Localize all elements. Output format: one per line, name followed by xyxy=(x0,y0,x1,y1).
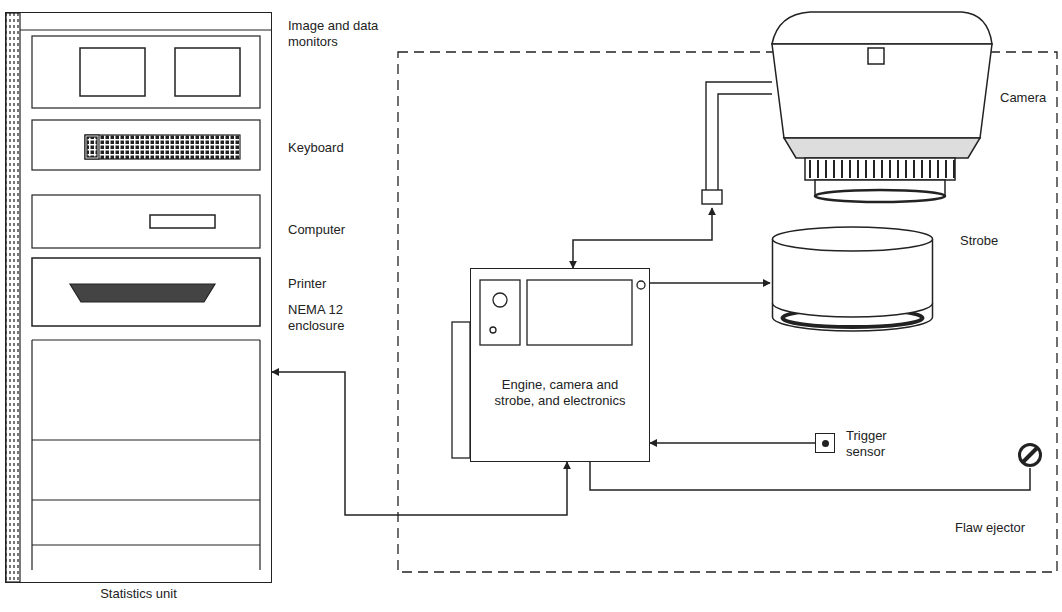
part-label: Camera xyxy=(1000,90,1046,106)
flaw-ejector-drawing xyxy=(1017,442,1043,468)
signal-line xyxy=(573,208,712,268)
part-label: Image and data monitors xyxy=(288,18,393,51)
flaw-ejector: Flaw ejector xyxy=(1017,442,1043,468)
camera-unit-drawing xyxy=(700,8,995,208)
camera-unit: Camera xyxy=(700,8,995,208)
engine-box: Engine, camera and strobe, and electroni… xyxy=(470,268,650,462)
part-label: Strobe xyxy=(960,233,998,249)
strobe-unit: Strobe xyxy=(770,225,935,335)
signal-line xyxy=(650,442,815,444)
box-label: Engine, camera and strobe, and electroni… xyxy=(489,377,631,410)
statistics-cabinet: Statistics unit xyxy=(5,12,272,583)
signal-line xyxy=(590,462,1030,490)
part-label: NEMA 12 enclosure xyxy=(288,302,383,335)
engine-details xyxy=(452,280,645,458)
trigger-sensor: Trigger sensor xyxy=(815,433,835,453)
part-label: Computer xyxy=(288,222,388,238)
part-label: Printer xyxy=(288,276,388,292)
part-label: Flaw ejector xyxy=(955,520,1025,536)
unit-caption: Statistics unit xyxy=(6,586,271,602)
part-label: Keyboard xyxy=(288,140,388,156)
part-label: Trigger sensor xyxy=(846,428,906,461)
signal-line xyxy=(650,282,770,284)
cabinet-details xyxy=(6,13,271,582)
sensor-dot xyxy=(822,440,829,447)
strobe-unit-drawing xyxy=(770,225,935,335)
